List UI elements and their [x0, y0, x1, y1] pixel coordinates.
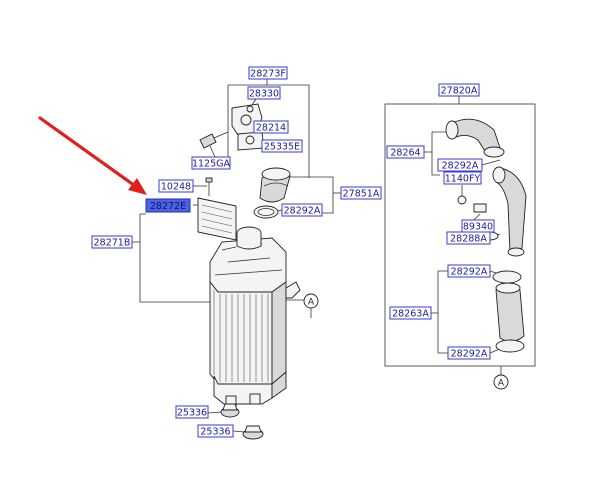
part-label-25335E[interactable]: 25335E	[261, 139, 303, 153]
svg-text:28214: 28214	[256, 123, 286, 134]
part-label-27820A[interactable]: 27820A	[438, 83, 480, 97]
red-pointer-arrow	[38, 116, 147, 195]
svg-text:27851A: 27851A	[343, 189, 380, 200]
part-label-10248[interactable]: 10248	[158, 179, 194, 193]
svg-text:25336: 25336	[200, 427, 230, 438]
ref-circle-a-left: A	[303, 293, 319, 318]
svg-text:28292A: 28292A	[442, 161, 479, 172]
part-label-28264[interactable]: 28264	[386, 145, 425, 159]
svg-text:28271B: 28271B	[94, 238, 131, 249]
part-label-28292A-right-2[interactable]: 28292A	[447, 264, 491, 278]
part-labels: 28273F 28330 28214 1125GA 25335E 10248 2…	[91, 66, 495, 438]
intercooler-pipes-right	[445, 118, 527, 353]
mount-rubbers	[220, 403, 264, 440]
svg-text:28273F: 28273F	[250, 69, 286, 80]
part-label-28214[interactable]: 28214	[253, 120, 289, 134]
part-label-28271B[interactable]: 28271B	[91, 235, 133, 249]
svg-text:28264: 28264	[390, 148, 420, 159]
svg-text:28292A: 28292A	[451, 349, 488, 360]
core-fins	[213, 290, 269, 382]
svg-text:1140FY: 1140FY	[445, 174, 481, 185]
svg-text:27820A: 27820A	[441, 86, 478, 97]
svg-text:28292A: 28292A	[451, 267, 488, 278]
svg-text:10248: 10248	[161, 182, 191, 193]
part-label-27851A[interactable]: 27851A	[340, 186, 382, 200]
svg-text:25336: 25336	[177, 408, 207, 419]
part-label-1140FY[interactable]: 1140FY	[443, 171, 482, 185]
svg-text:28288A: 28288A	[450, 234, 487, 245]
svg-text:89340: 89340	[463, 222, 493, 233]
svg-text:25335E: 25335E	[264, 142, 300, 153]
part-label-1125GA[interactable]: 1125GA	[191, 156, 231, 170]
part-label-28272E-highlighted[interactable]: 28272E	[145, 198, 191, 213]
part-label-28288A[interactable]: 28288A	[446, 231, 491, 245]
ref-a-right-text: A	[498, 379, 505, 389]
part-label-28292A-right-3[interactable]: 28292A	[447, 346, 491, 360]
svg-text:28263A: 28263A	[392, 309, 429, 320]
intercooler-hose-left	[253, 167, 291, 219]
part-label-28273F[interactable]: 28273F	[248, 66, 288, 80]
ref-a-left-text: A	[308, 298, 315, 308]
ref-circle-a-right: A	[493, 374, 509, 390]
svg-text:28292A: 28292A	[284, 206, 321, 217]
svg-text:28272E: 28272E	[150, 201, 186, 212]
intercooler-core	[209, 226, 301, 407]
svg-text:1125GA: 1125GA	[192, 159, 231, 170]
svg-text:28330: 28330	[249, 89, 279, 100]
part-label-28330[interactable]: 28330	[247, 86, 281, 100]
part-label-25336-top[interactable]: 25336	[175, 405, 209, 419]
part-label-25336-bottom[interactable]: 25336	[197, 424, 234, 438]
part-label-89340[interactable]: 89340	[461, 219, 495, 233]
part-label-28292A-left[interactable]: 28292A	[281, 203, 323, 217]
part-label-28292A-right-1[interactable]: 28292A	[437, 158, 483, 172]
part-label-28263A[interactable]: 28263A	[389, 306, 432, 320]
bolt-and-shield	[197, 177, 237, 241]
